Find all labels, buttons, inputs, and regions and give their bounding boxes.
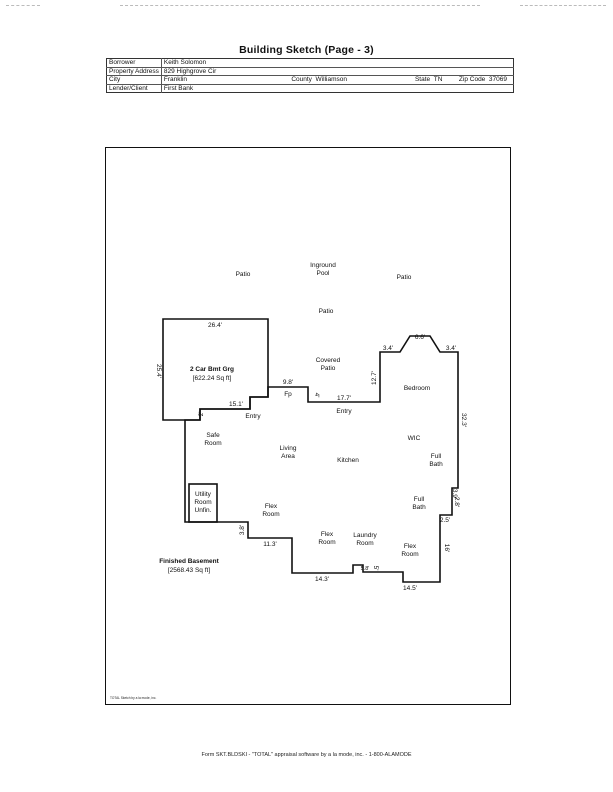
dim-6-6: 6.6' <box>415 334 425 341</box>
patio-right-label: Patio <box>397 274 412 281</box>
utility-room-box <box>188 483 218 523</box>
borrower-value: Keith Solomon <box>163 59 207 66</box>
basement-outline <box>184 335 459 583</box>
full-bath-1-label-2: Bath <box>429 461 443 468</box>
flex-room-2-label-1: Flex <box>321 531 334 538</box>
borrower-label: Borrower <box>106 58 162 67</box>
dim-5-8: 5.8' <box>361 566 370 572</box>
dim-2-5: 2.5' <box>440 517 450 524</box>
garage-area: [622.24 Sq ft] <box>193 375 232 382</box>
dim-garage-left: 25.4' <box>155 364 162 378</box>
form-footer: Form SKT.BLDSKI - "TOTAL" appraisal soft… <box>201 752 412 758</box>
property-info-table: Borrower Keith Solomon Property Address … <box>106 58 514 93</box>
flex-room-2-label-2: Room <box>318 539 335 546</box>
bedroom-label: Bedroom <box>404 385 430 392</box>
property-value: 829 Highgrove Cir <box>161 66 514 76</box>
dim-16: 16' <box>443 544 450 552</box>
full-bath-1-label-1: Full <box>431 453 442 460</box>
pool-label-1: Inground <box>310 262 336 269</box>
dim-2-8: 2.8' <box>453 497 460 507</box>
dim-5: 5' <box>372 566 379 571</box>
dim-17-7: 17.7' <box>337 395 351 402</box>
entry-label-2: Entry <box>336 408 352 415</box>
top-dash-2 <box>120 5 480 6</box>
sketch-credit: TOTAL Sketch by a la mode, inc. <box>110 696 157 700</box>
entry-label-1: Entry <box>245 413 261 420</box>
dim-3-8: 3.8' <box>239 525 246 535</box>
dim-14-3: 14.3' <box>315 576 329 583</box>
property-label: Property Address <box>106 66 162 76</box>
flex-room-3-label-2: Room <box>401 551 418 558</box>
safe-room-label-1: Safe <box>206 432 220 439</box>
laundry-room-label-2: Room <box>356 540 373 547</box>
flex-room-3-label-1: Flex <box>404 543 417 550</box>
safe-room-label-2: Room <box>204 440 221 447</box>
borrower-row: Borrower Keith Solomon <box>106 58 514 67</box>
utility-room-label-3: Unfin. <box>195 507 212 514</box>
patio-left-label: Patio <box>236 271 251 278</box>
full-bath-2-label-1: Full <box>414 496 425 503</box>
patio-center-label: Patio <box>319 308 334 315</box>
city-value: Franklin <box>161 75 290 84</box>
dim-3-4-left: 3.4' <box>383 345 393 352</box>
dim-4: 4' <box>313 393 320 398</box>
garage-label: 2 Car Bmt Grg <box>190 366 234 373</box>
full-bath-2-label-2: Bath <box>412 504 426 511</box>
pool-label-2: Pool <box>316 270 330 277</box>
city-row: City Franklin County Williamson State TN… <box>106 75 514 84</box>
flex-room-1-label-1: Flex <box>265 503 278 510</box>
dim-9-8: 9.8' <box>283 379 293 386</box>
living-area-label-1: Living <box>280 445 297 452</box>
utility-room-label-1: Utility <box>195 491 212 498</box>
city-label: City <box>106 75 162 84</box>
flex-room-1-label-2: Room <box>262 511 279 518</box>
utility-room-label-2: Room <box>194 499 211 506</box>
living-area-label-2: Area <box>281 453 295 460</box>
laundry-room-label-1: Laundry <box>353 532 377 539</box>
basement-area: [2568.43 Sq ft] <box>168 567 210 574</box>
dim-3-9: 3.9' <box>451 489 458 499</box>
dim-2: 2' <box>198 412 205 417</box>
dim-14-5: 14.5' <box>403 585 417 592</box>
covered-patio-label-1: Covered <box>316 357 341 364</box>
dim-3-4-right: 3.4' <box>446 345 456 352</box>
sketch-frame <box>105 147 511 705</box>
kitchen-label: Kitchen <box>337 457 359 464</box>
lender-value: First Bank <box>161 83 514 93</box>
county-label: County <box>291 76 312 83</box>
zip-value: 37069 <box>488 76 507 83</box>
fp-label: Fp <box>284 391 292 398</box>
wic-label: WIC <box>408 435 421 442</box>
dim-15-1: 15.1' <box>229 401 243 408</box>
top-dash-3 <box>520 5 606 6</box>
dim-32-3: 32.3' <box>460 413 467 427</box>
top-dash-1 <box>6 5 40 6</box>
dim-11-3: 11.3' <box>263 541 276 548</box>
dim-garage-top: 26.4' <box>208 322 222 329</box>
covered-patio-label-2: Patio <box>321 365 336 372</box>
county-value: Williamson <box>315 76 347 83</box>
lender-label: Lender/Client <box>106 83 162 93</box>
property-row: Property Address 829 Highgrove Cir <box>106 66 514 76</box>
lender-row: Lender/Client First Bank <box>106 83 514 93</box>
state-label: State <box>414 76 431 83</box>
zip-label: Zip Code <box>458 76 486 83</box>
dim-12-7: 12.7' <box>371 371 378 385</box>
page-title: Building Sketch (Page - 3) <box>239 44 374 56</box>
state-value: TN <box>433 76 443 83</box>
basement-label: Finished Basement <box>159 558 219 565</box>
